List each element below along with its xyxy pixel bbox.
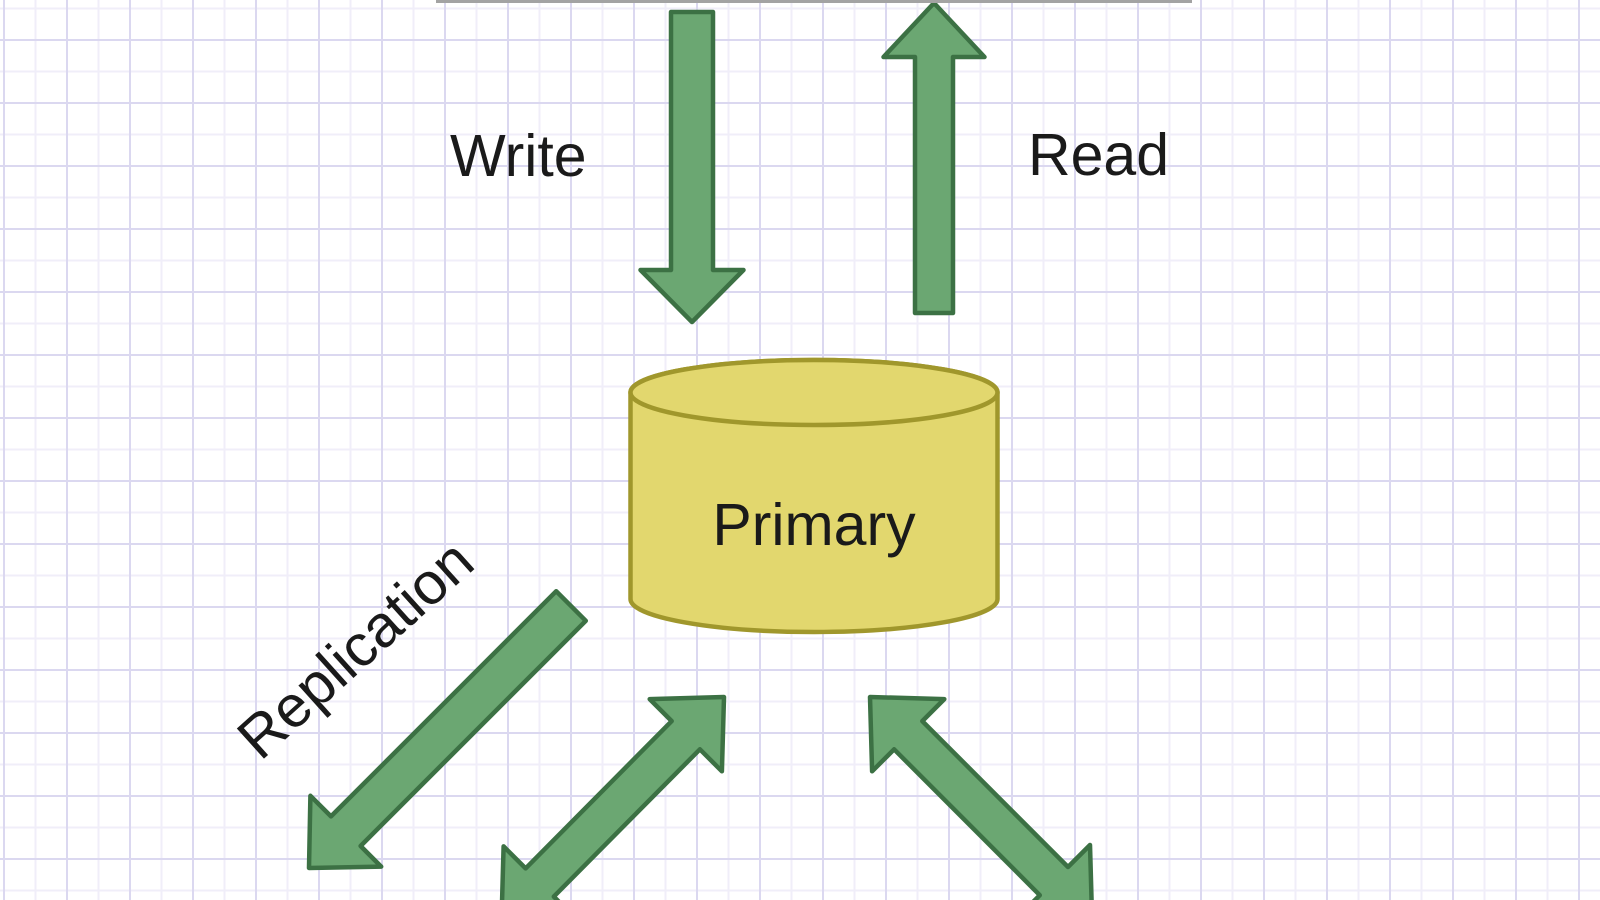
replica-link-arrow-right[interactable]	[867, 694, 1094, 900]
primary-label[interactable]: Primary	[712, 492, 916, 558]
window-edge	[436, 0, 1192, 3]
replication-arrow[interactable]	[306, 588, 589, 871]
cylinder-top-rim[interactable]	[628, 357, 1000, 428]
write-arrow[interactable]	[638, 9, 746, 325]
read-arrow[interactable]	[881, 0, 987, 316]
primary-database-cylinder[interactable]	[628, 357, 1000, 635]
read-label[interactable]: Read	[1028, 122, 1170, 188]
write-label[interactable]: Write	[450, 123, 587, 189]
replica-link-arrow-left[interactable]	[499, 694, 727, 900]
